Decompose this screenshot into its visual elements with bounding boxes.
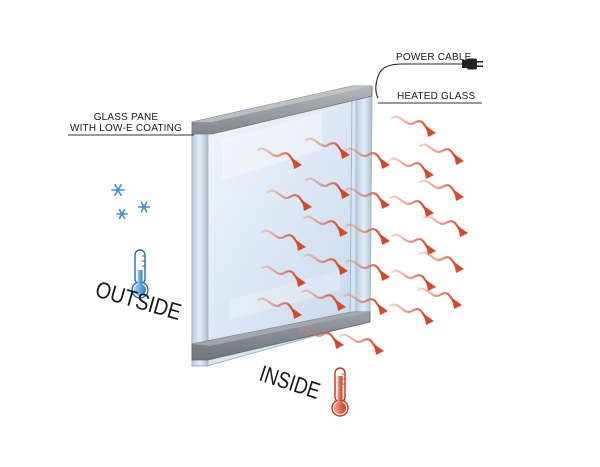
heat-wave-arrow-icon: [344, 259, 390, 281]
heat-wave-arrow-icon: [342, 293, 388, 315]
snowflakes: [111, 184, 151, 220]
heat-wave-arrow-icon: [260, 265, 306, 287]
heat-wave-arrow-icon: [344, 223, 390, 245]
heat-wave-arrow-icon: [390, 269, 436, 291]
heat-wave-arrow-icon: [418, 251, 464, 273]
heat-wave-arrow-icon: [304, 177, 350, 199]
heat-wave-arrow-icon: [300, 289, 346, 311]
heat-wave-arrow-icon: [302, 215, 348, 237]
heat-wave-arrow-icon: [344, 147, 390, 169]
heat-wave-arrow-icon: [418, 143, 464, 165]
snowflake-icon: [111, 184, 125, 196]
heat-wave-arrow-icon: [388, 195, 434, 217]
bottom-spacer: [191, 311, 371, 361]
inside-label: INSIDE: [256, 360, 323, 404]
glass-pane-label: GLASS PANE: [94, 112, 159, 123]
heat-wave-arrow-icon: [304, 137, 350, 159]
thermometer-hot-icon: [331, 367, 349, 417]
heat-wave-arrow-icon: [266, 189, 312, 211]
heat-wave-arrow-icon: [388, 303, 434, 325]
low-e-glass-pane: [191, 93, 353, 367]
heat-wave-arrow-icon: [418, 179, 464, 201]
snowflake-icon: [137, 201, 151, 213]
power-plug-icon: [462, 58, 483, 70]
heat-wave-arrow-icon: [390, 233, 436, 255]
heated-glass-label: HEATED GLASS: [397, 91, 475, 102]
heat-wave-arrow-icon: [390, 115, 436, 137]
low-e-coating-label: WITH LOW-E COATING: [70, 123, 182, 134]
snowflake-icon: [116, 208, 128, 220]
heat-wave-arrow-icon: [416, 287, 462, 309]
heat-wave-arrow-icon: [302, 253, 348, 275]
callout-lines: [68, 63, 482, 136]
top-spacer: [191, 85, 373, 135]
heat-wave-arrow-icon: [344, 187, 390, 209]
heat-wave-arrow-icon: [256, 297, 302, 319]
heat-wave-arrow-icon: [388, 157, 434, 179]
power-cable-line: [375, 63, 462, 99]
thermometer-cold-icon: [131, 249, 149, 299]
power-cable-label: POWER CABLE: [396, 52, 472, 63]
heat-wave-arrow-icon: [260, 229, 306, 251]
heat-wave-arrow-icon: [422, 215, 468, 237]
heat-wave-arrow-icon: [338, 333, 384, 355]
heat-wave-arrow-icon: [298, 327, 344, 349]
heat-arrows: [256, 115, 468, 355]
heat-wave-arrow-icon: [256, 147, 302, 169]
